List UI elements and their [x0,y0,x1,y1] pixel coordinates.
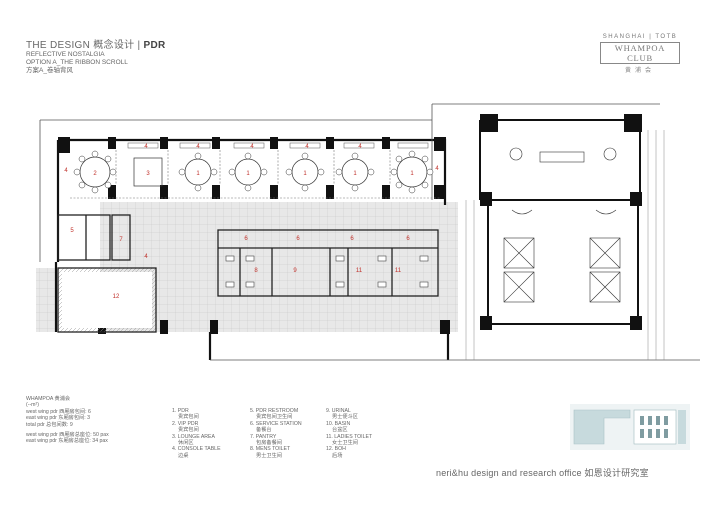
legend-2-cn: 贵宾包间 [178,427,199,434]
logo-cn: 黄浦会 [624,68,655,74]
legend-10-cn: 台盆区 [332,427,348,434]
legend-8-en: 8. MENS TOILET [250,446,291,453]
label-5: 5 [70,228,74,234]
logo-city: SHANGHAI | TOTB [602,34,678,40]
legend-9-cn: 男士便斗区 [332,414,358,421]
label-1-e: 1 [410,171,414,177]
legend-9-en: 9. URINAL [326,408,351,414]
label-11-a: 11 [356,268,363,274]
key-plan [570,404,690,450]
stats-title: WHAMPOA 黄浦会 [26,396,71,402]
title-sep: | [137,40,141,51]
logo-line1b: TOTB [655,34,678,40]
dining-tables [73,150,434,194]
brand-logo: SHANGHAI | TOTB WHAMPOA CLUB 黄浦会 [600,34,680,74]
label-6-c: 6 [350,236,354,242]
logo-line1: SHANGHAI [602,34,647,40]
legend-3-cn: 休闲区 [178,440,194,447]
office-credit: neri&hu design and research office 如恩设计研… [436,468,649,478]
subtitle-3: 方案A_卷轴背风 [26,67,73,74]
stats-line-1: west wing pdr 西厢房包间: 6 [26,408,91,415]
legend-1-cn: 贵宾包间 [178,414,199,421]
page-title: THE DESIGN 概念设计 | PDR [26,36,166,51]
label-4-h: 4 [144,254,148,260]
legend-7-en: 7. PANTRY [250,433,277,440]
corridor-floor [100,202,458,332]
legend-4-en: 4. CONSOLE TABLE [172,446,221,453]
restroom-block [217,229,439,297]
stats-line-2: east wing pdr 东厢房包间: 3 [26,415,91,422]
room-partitions [70,150,440,199]
columns [58,137,450,334]
label-3: 3 [146,171,150,177]
east-columns [480,114,642,330]
label-6-b: 6 [296,236,300,242]
stats-line-5: east wing pdr 东厢房总座位: 34 pax [26,438,108,445]
label-1-d: 1 [353,171,357,177]
boh-inner [62,272,152,328]
fixtures [225,255,429,288]
label-1-b: 1 [246,171,250,177]
legend-5-cn: 贵宾包间卫生间 [256,414,293,421]
label-4-g: 4 [64,168,68,174]
label-4-d: 4 [305,144,309,150]
label-11-b: 11 [395,268,402,274]
legend-3-en: 3. LOUNGE AREA [172,433,215,440]
legend-7-cn: 包房备餐间 [256,440,282,447]
stats-unit: (--m²) [26,402,39,409]
facade-lines [39,103,700,361]
logo-club: WHAMPOA CLUB [600,42,680,64]
label-12: 12 [113,294,120,300]
label-6-a: 6 [244,236,248,242]
label-4-b: 4 [196,144,200,150]
label-4-e: 4 [358,144,362,150]
label-4-c: 4 [250,144,254,150]
console-tables [127,142,429,149]
title-block: THE DESIGN 概念设计 | PDR REFLECTIVE NOSTALG… [26,36,166,75]
label-4-a: 4 [144,144,148,150]
stats-line-4: west wing pdr 西厢房总座位: 50 pax [26,432,109,439]
legend-8-cn: 男士卫生间 [256,452,282,459]
legend-4-cn: 边桌 [178,452,189,459]
legend-col-2: 5. PDR RESTROOM 贵宾包间卫生间 6. SERVICE STATI… [250,408,302,459]
legend-6-cn: 备餐台 [256,427,272,434]
service-zone [57,214,131,261]
legend-12-cn: 后场 [332,452,343,459]
label-6-d: 6 [406,236,410,242]
legend-6-en: 6. SERVICE STATION [250,420,302,427]
legend-10-en: 10. BASIN [326,420,351,427]
east-furniture [503,147,621,303]
stats-line-3: total pdr 总包间数: 9 [26,421,73,428]
legend-2-en: 2. VIP PDR [172,420,199,427]
label-4-f: 4 [435,166,439,172]
label-2: 2 [93,171,97,177]
legend-col-1: 1. PDR 贵宾包间 2. VIP PDR 贵宾包间 3. LOUNGE AR… [172,408,221,459]
label-1-a: 1 [196,171,200,177]
subtitle-1: REFLECTIVE NOSTALGIA [26,51,105,58]
label-1-c: 1 [303,171,307,177]
title-cn: 概念设计 [93,40,135,51]
legend-col-3: 9. URINAL 男士便斗区 10. BASIN 台盆区 11. LADIES… [326,408,372,459]
pdr-stats: WHAMPOA 黄浦会 (--m²) west wing pdr 西厢房包间: … [26,396,109,445]
label-7: 7 [119,237,123,243]
title-en: THE DESIGN [26,40,91,51]
legend-5-en: 5. PDR RESTROOM [250,408,299,414]
legend-11-en: 11. LADIES TOILET [326,433,373,440]
side-floor [36,268,56,332]
legend-1-en: 1. PDR [172,408,189,414]
title-code: PDR [143,40,166,51]
label-9: 9 [293,268,297,274]
east-facade [465,130,665,360]
label-8: 8 [254,268,258,274]
legend-11-cn: 女士卫生间 [332,440,358,447]
legend-12-en: 12. BOH [326,446,346,453]
subtitle-2: OPTION A_THE RIBBON SCROLL [26,59,128,66]
